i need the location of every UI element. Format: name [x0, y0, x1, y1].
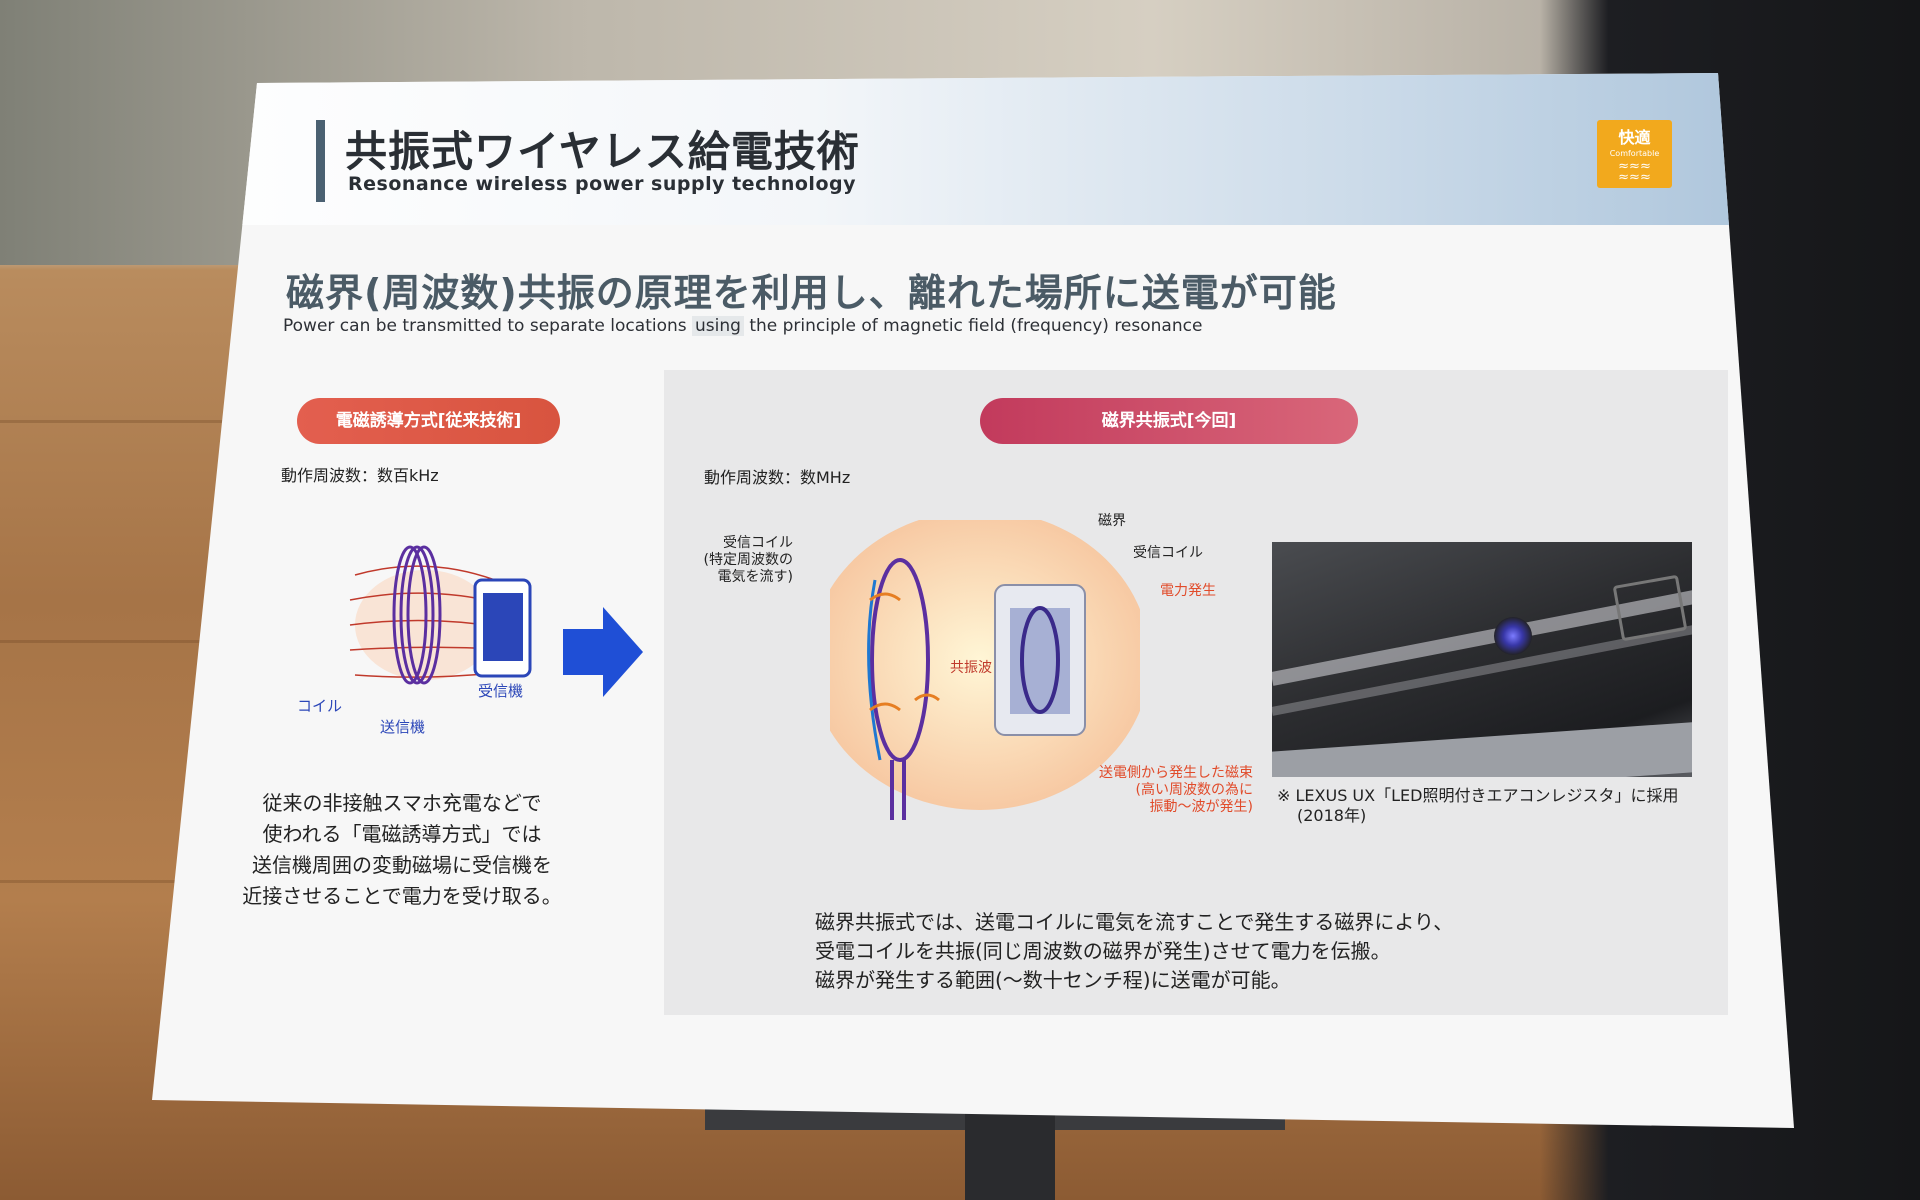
label-resonance-wave: 共振波: [950, 660, 992, 676]
induction-line: 近接させることで電力を受け取る。: [242, 884, 562, 908]
transmit-coil-icon: [870, 558, 930, 820]
label-line: 電気を流す): [717, 569, 793, 585]
label-line: 振動～波が発生): [1149, 799, 1253, 815]
headline-en: Power can be transmitted to separate loc…: [283, 316, 1202, 336]
header-accent-bar: [316, 120, 325, 202]
board-title-jp: 共振式ワイヤレス給電技術: [345, 127, 860, 176]
coil-icon: [392, 545, 442, 685]
label-line: (特定周波数の: [703, 552, 793, 568]
resonance-line: 磁界が発生する範囲(～数十センチ程)に送電が可能。: [815, 968, 1291, 992]
caption-line: ※ LEXUS UX「LED照明付きエアコンレジスタ」に採用: [1277, 786, 1679, 805]
label-receive-coil: 受信コイル: [1133, 545, 1203, 561]
label-transmitter: 送信機: [380, 718, 426, 736]
wave-icon: ≈≈≈≈≈≈: [1618, 159, 1651, 185]
resonance-description: 磁界共振式では、送電コイルに電気を流すことで発生する磁界により、 受電コイルを共…: [815, 908, 1453, 995]
receive-coil-icon: [1020, 606, 1060, 714]
label-flux: 送電側から発生した磁束 (高い周波数の為に 振動～波が発生): [1063, 765, 1253, 816]
headline-en-part1: Power can be transmitted to separate loc…: [283, 316, 693, 336]
photo-lower-panel: [1272, 721, 1692, 777]
pill-induction: 電磁誘導方式[従来技術]: [297, 398, 560, 444]
receiver-screen: [483, 593, 523, 661]
headline-en-part2: the principle of magnetic field (frequen…: [743, 316, 1203, 336]
right-arrow-icon: [563, 607, 643, 697]
label-line: 受信コイル: [723, 535, 793, 551]
freq-resonance: 動作周波数：数MHz: [704, 468, 851, 487]
caption-line: (2018年): [1297, 806, 1367, 825]
comfort-badge: 快適 Comfortable ≈≈≈≈≈≈: [1597, 120, 1672, 188]
label-line: 送電側から発生した磁束: [1099, 765, 1253, 781]
label-coil: コイル: [297, 697, 343, 715]
resonance-diagram: [830, 520, 1140, 820]
headline-en-highlight: using: [692, 316, 744, 336]
lexus-vent-photo: [1272, 542, 1692, 777]
photo-caption: ※ LEXUS UX「LED照明付きエアコンレジスタ」に採用 (2018年): [1277, 786, 1678, 826]
badge-en: Comfortable: [1609, 149, 1660, 158]
board-title-en: Resonance wireless power supply technolo…: [348, 173, 856, 195]
label-rx-coil-left: 受信コイル (特定周波数の 電気を流す): [703, 535, 793, 586]
induction-diagram: [349, 545, 532, 685]
stand-post: [965, 1100, 1055, 1200]
photo-switch: [1612, 574, 1688, 642]
resonance-line: 受電コイルを共振(同じ周波数の磁界が発生)させて電力を伝搬。: [815, 939, 1391, 963]
receive-module-fill: [1010, 608, 1070, 714]
pill-resonance: 磁界共振式[今回]: [980, 398, 1358, 444]
label-receiver: 受信機: [478, 682, 524, 700]
resonance-wave-marks: [869, 592, 940, 712]
label-magnetic-field: 磁界: [1098, 513, 1126, 529]
resonance-line: 磁界共振式では、送電コイルに電気を流すことで発生する磁界により、: [815, 910, 1454, 934]
label-power-generation: 電力発生: [1160, 583, 1216, 599]
induction-line: 送信機周囲の変動磁場に受信機を: [252, 853, 552, 877]
induction-description: 従来の非接触スマホ充電などで 使われる「電磁誘導方式」では 送信機周囲の変動磁場…: [222, 788, 582, 912]
induction-line: 使われる「電磁誘導方式」では: [262, 822, 542, 846]
freq-induction: 動作周波数：数百kHz: [281, 466, 439, 485]
led-knob: [1494, 617, 1532, 655]
badge-jp: 快適: [1618, 128, 1651, 147]
header-band: [152, 73, 1794, 225]
headline-jp: 磁界(周波数)共振の原理を利用し、離れた場所に送電が可能: [286, 271, 1337, 315]
induction-line: 従来の非接触スマホ充電などで: [262, 791, 542, 815]
label-line: (高い周波数の為に: [1135, 782, 1253, 798]
